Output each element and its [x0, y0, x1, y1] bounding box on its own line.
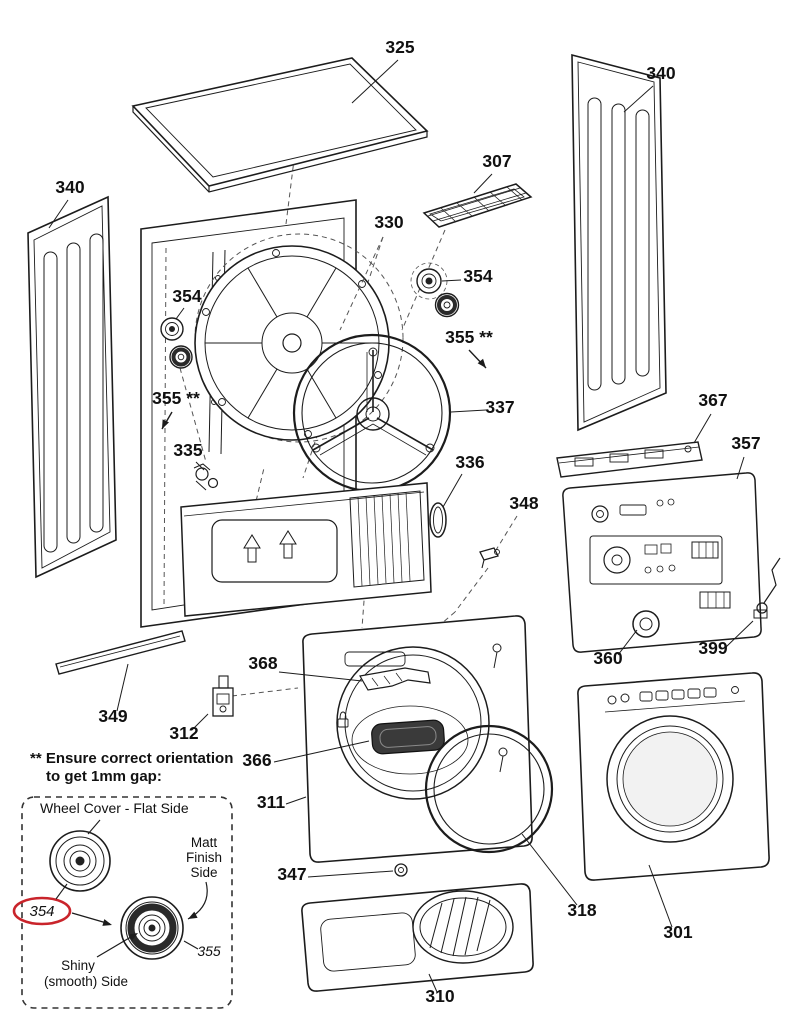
label-355-right: 355 **: [445, 327, 493, 347]
label-311: 311: [257, 792, 285, 812]
label-368: 368: [248, 653, 277, 673]
inset-wheel-cover-label: Wheel Cover - Flat Side: [40, 800, 189, 816]
latch-368-part: [359, 667, 431, 691]
label-337: 337: [485, 397, 514, 417]
inset-shiny-line2: (smooth) Side: [44, 974, 128, 989]
control-panel-part: [562, 472, 762, 653]
label-325: 325: [385, 37, 414, 57]
label-307: 307: [482, 151, 511, 171]
seal-336-part: [429, 502, 447, 538]
clip-348-part: [479, 547, 500, 569]
side-panel-right-part: [571, 53, 667, 432]
label-330: 330: [374, 212, 403, 232]
wheel-355-left-part: [169, 345, 193, 369]
label-367: 367: [698, 390, 727, 410]
inset-label-355: 355: [197, 943, 221, 959]
label-340-right: 340: [646, 63, 675, 83]
inset-label-354: 354: [29, 903, 54, 920]
leader-330-dashed: [339, 236, 384, 331]
door-seal-318-part: [424, 724, 554, 854]
label-360: 360: [593, 648, 622, 668]
screw-347-part: [394, 863, 408, 877]
inset-matt-line1: Matt: [191, 835, 218, 850]
label-355-left: 355 **: [152, 388, 200, 408]
label-312: 312: [169, 723, 198, 743]
label-336: 336: [455, 452, 484, 472]
label-349: 349: [98, 706, 127, 726]
label-366: 366: [242, 750, 271, 770]
side-panel-left-part: [27, 195, 117, 579]
sensor-399-part: [753, 557, 781, 619]
wheel-355-right-part: [434, 292, 460, 318]
inset-heading-line2: to get 1mm gap:: [46, 768, 162, 785]
handle-366-part: [371, 719, 445, 755]
lint-filter-part: [422, 183, 533, 228]
inset-heading-line1: ** Ensure correct orientation: [30, 750, 233, 767]
inset-matt-line3: Side: [190, 865, 217, 880]
console-strip-part: [556, 441, 703, 478]
wheel-355-drawing: [120, 896, 184, 960]
base-drawer-part: [180, 482, 432, 617]
label-335: 335: [173, 440, 202, 460]
inset-shiny-line1: Shiny: [61, 958, 95, 973]
orientation-inset: ** Ensure correct orientation to get 1mm…: [12, 750, 233, 1009]
part-labels: 325 340 340 307 330 354 354 355 ** 355 *…: [55, 37, 760, 1006]
label-357: 357: [731, 433, 760, 453]
label-318: 318: [567, 900, 596, 920]
label-301: 301: [663, 922, 692, 942]
bracket-312-part: [212, 675, 234, 717]
felt-strip-part: [55, 630, 186, 675]
top-panel-part: [131, 57, 429, 193]
label-354-left: 354: [172, 286, 201, 306]
label-310: 310: [425, 986, 454, 1006]
label-347: 347: [277, 864, 306, 884]
roller-bracket-part: [193, 463, 219, 491]
wheel-cover-drawing: [49, 830, 111, 892]
label-399: 399: [698, 638, 727, 658]
label-348: 348: [509, 493, 538, 513]
label-340-left: 340: [55, 177, 84, 197]
door-assembly-part: [577, 672, 770, 881]
wheel-354-right-part: [410, 262, 448, 300]
red-highlight-ellipse: [12, 896, 72, 926]
wheel-354-left-part: [160, 317, 184, 341]
drum-bulkhead-part: [194, 233, 404, 443]
kick-panel-part: [301, 883, 534, 992]
label-354-right: 354: [463, 266, 492, 286]
leader-lines: [48, 59, 754, 993]
inset-matt-line2: Finish: [186, 850, 222, 865]
